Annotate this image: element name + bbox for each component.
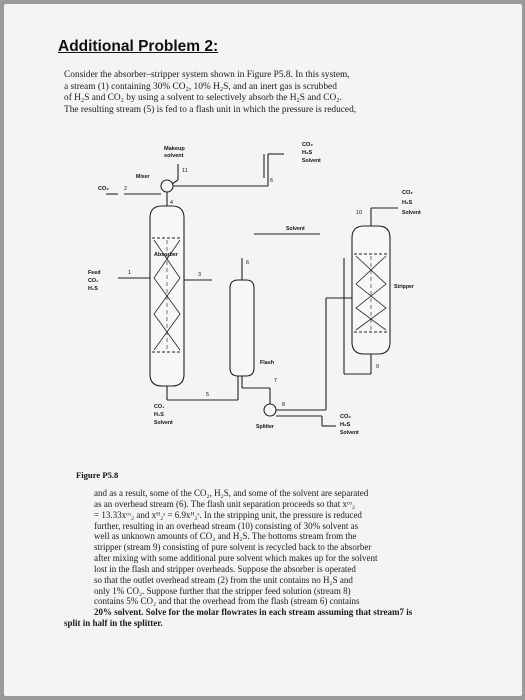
body-paragraph: and as a result, some of the CO₂, H₂S, a… <box>94 488 478 618</box>
label-feed: Feed <box>88 270 101 276</box>
intro-line: The resulting stream (5) is fed to a fla… <box>64 105 472 117</box>
body-line: = 13.33xᶜᵒ₂ and xᴴ₂ˢ = 6.9xᴴ₂ˢ. In the s… <box>94 510 478 521</box>
body-line: contains 5% CO₂ and that the overhead fr… <box>94 596 478 607</box>
stream-10: 10 <box>356 210 362 216</box>
stream-3: 3 <box>198 272 201 278</box>
body-line: lost in the flash and stripper overheads… <box>94 564 478 575</box>
body-line: further, resulting in an overhead stream… <box>94 521 478 532</box>
problem-title: Additional Problem 2: <box>58 38 218 56</box>
stream-5: 5 <box>206 392 209 398</box>
co2-out-label: CO₂ <box>98 186 109 192</box>
body-line: as an overhead stream (6). The flash uni… <box>94 499 478 510</box>
body-line: so that the outlet overhead stream (2) f… <box>94 575 478 586</box>
feed-co2: CO₂ <box>88 278 99 284</box>
label-splitter: Splitter <box>256 424 274 430</box>
body-line: only 1% CO₂. Suppose further that the st… <box>94 586 478 597</box>
figure-caption: Figure P5.8 <box>76 470 118 480</box>
body-line: stripper (stream 9) consisting of pure s… <box>94 542 478 553</box>
label-mixer: Mixer <box>136 174 150 180</box>
label-makeup: Makeup <box>164 146 185 152</box>
bot-co2: CO₂ <box>340 414 351 420</box>
s5-co2: CO₂ <box>154 404 165 410</box>
document-page: Additional Problem 2: Consider the absor… <box>4 4 522 696</box>
bot-solvent: Solvent <box>340 430 359 436</box>
stream-9: 9 <box>376 364 379 370</box>
label-absorber: Absorber <box>154 252 179 258</box>
stream-6-top: 6 <box>270 178 273 184</box>
intro-line: Consider the absorber–stripper system sh… <box>64 70 472 82</box>
top-solvent: Solvent <box>302 158 321 164</box>
out-solvent: Solvent <box>402 210 421 216</box>
top-h2s: H₂S <box>302 150 313 156</box>
stream-4: 4 <box>170 200 173 206</box>
stream-6-flash: 6 <box>246 260 249 266</box>
intro-line: of H₂S and CO₂ by using a solvent to sel… <box>64 93 472 105</box>
s5-h2s: H₂S <box>154 412 164 418</box>
label-solvent: solvent <box>164 153 184 159</box>
intro-paragraph: Consider the absorber–stripper system sh… <box>64 70 472 116</box>
stream-11: 11 <box>182 168 188 174</box>
body-line: after mixing with some additional pure s… <box>94 553 478 564</box>
process-flow-diagram: Makeup solvent 11 Mixer CO₂ 2 4 6 CO₂ H₂… <box>88 138 448 448</box>
out-co2: CO₂ <box>402 190 413 196</box>
feed-h2s: H₂S <box>88 286 98 292</box>
top-co2: CO₂ <box>302 142 313 148</box>
body-line: and as a result, some of the CO₂, H₂S, a… <box>94 488 478 499</box>
bot-h2s: H₂S <box>340 422 351 428</box>
body-line: well as unknown amounts of CO₂ and H₂S. … <box>94 531 478 542</box>
stream-7: 7 <box>274 378 277 384</box>
out-h2s: H₂S <box>402 200 413 206</box>
body-line: 20% solvent. Solve for the molar flowrat… <box>94 607 478 618</box>
intro-line: a stream (1) containing 30% CO₂, 10% H₂S… <box>64 82 472 94</box>
stream-8: 8 <box>282 402 285 408</box>
s5-solvent: Solvent <box>154 420 173 426</box>
body-last-line: split in half in the splitter. <box>64 618 163 628</box>
label-stripper: Stripper <box>394 284 414 290</box>
stream-2: 2 <box>124 186 127 192</box>
mid-solvent: Solvent <box>286 226 305 232</box>
label-flash: Flash <box>260 360 274 366</box>
stream-1: 1 <box>128 270 131 276</box>
